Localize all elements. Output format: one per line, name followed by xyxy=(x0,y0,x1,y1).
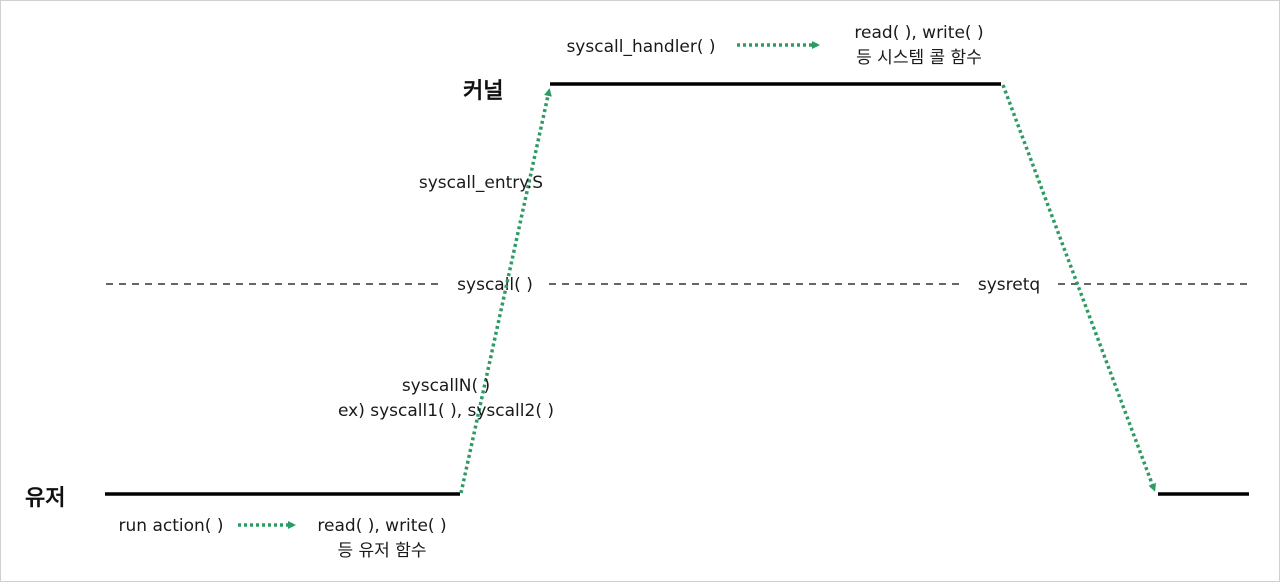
enter-kernel-arrow xyxy=(459,88,552,494)
user-func-line2: 등 유저 함수 xyxy=(337,541,426,561)
syscall-handler-label: syscall_handler( ) xyxy=(566,37,715,57)
sys-func-line1: read( ), write( ) xyxy=(854,23,983,43)
user-level-label: 유저 xyxy=(25,486,65,511)
sys-func-line2: 등 시스템 콜 함수 xyxy=(856,48,982,68)
syscall-entry-label: syscall_entry.S xyxy=(419,173,543,193)
syscall-boundary-label: syscall( ) xyxy=(457,275,533,295)
syscallN-line2: ex) syscall1( ), syscall2( ) xyxy=(338,401,554,421)
kernel-level-label: 커널 xyxy=(463,79,503,104)
run-action-label: run action( ) xyxy=(119,516,224,536)
user-func-line1: read( ), write( ) xyxy=(317,516,446,536)
syscallN-line1: syscallN( ) xyxy=(402,376,490,396)
sysretq-boundary-label: sysretq xyxy=(978,275,1040,295)
